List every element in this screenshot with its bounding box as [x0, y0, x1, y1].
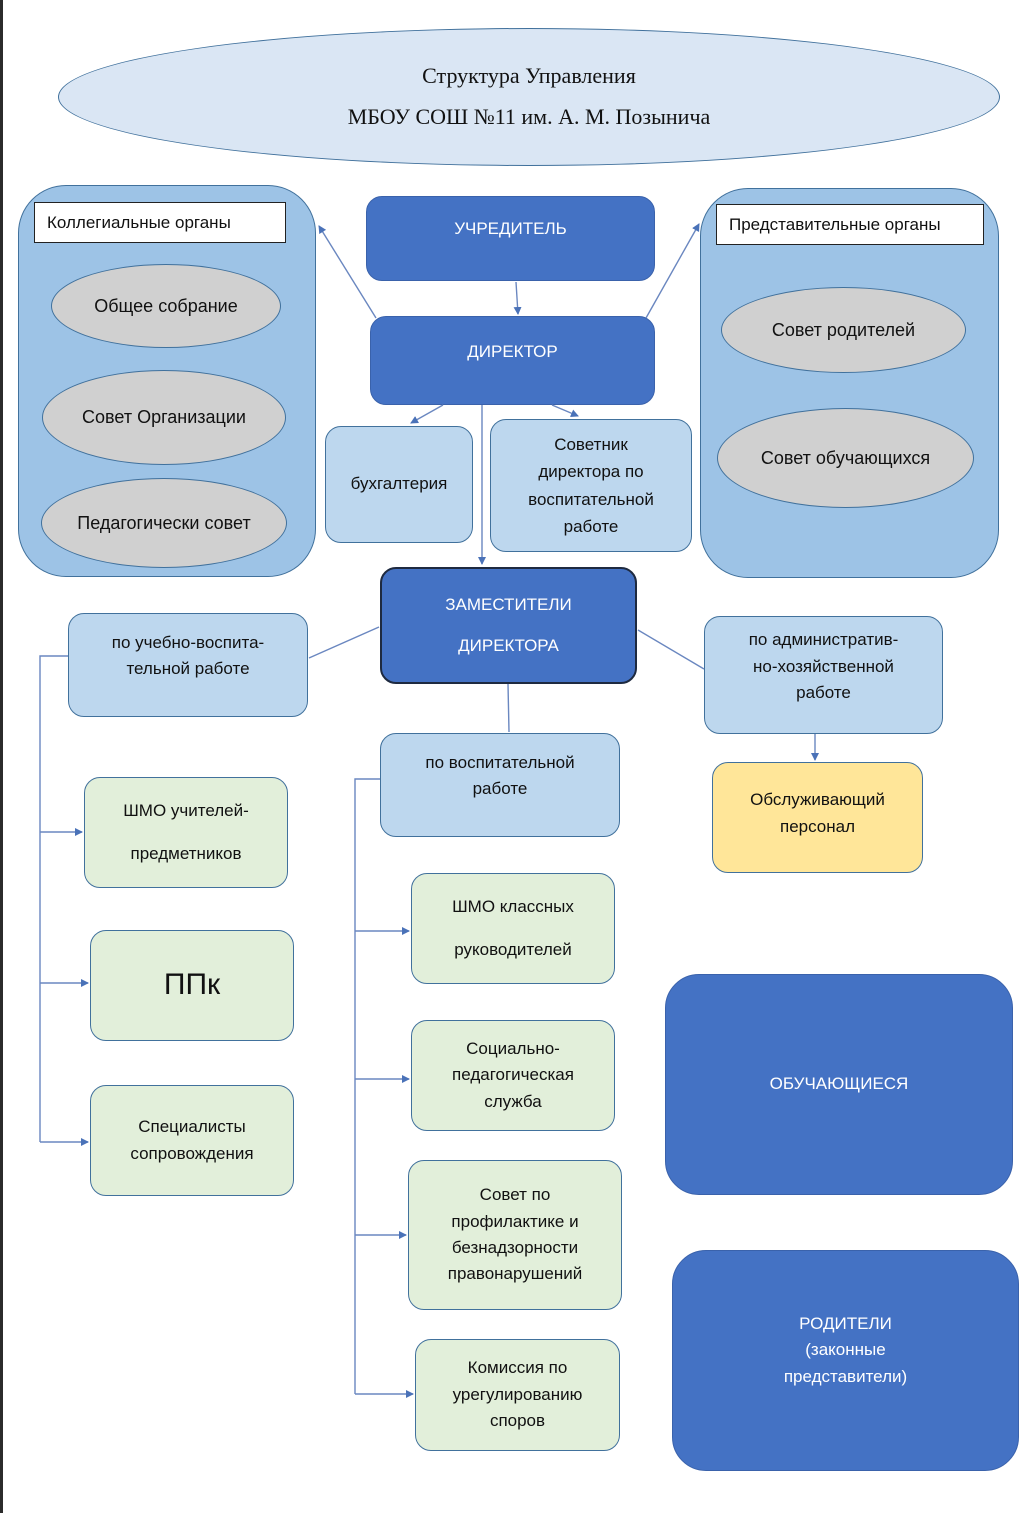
students-council-oval[interactable]: Совет обучающихся: [717, 408, 974, 508]
teachers-methodical-box[interactable]: ШМО учителей- предметников: [84, 777, 288, 888]
representative-bodies-group: [700, 188, 999, 578]
deputies-to-admin-line: [637, 629, 705, 670]
students-box[interactable]: ОБУЧАЮЩИЕСЯ: [665, 974, 1013, 1195]
support-specialists-box[interactable]: Специалисты сопровождения: [90, 1085, 294, 1196]
class-teachers-methodical-box[interactable]: ШМО классных руководителей: [411, 873, 615, 984]
founder-box[interactable]: УЧРЕДИТЕЛЬ: [366, 196, 655, 281]
page-edge: [0, 0, 3, 1513]
advisor-box[interactable]: Советник директора по воспитательной раб…: [490, 419, 692, 552]
title-line-1: Структура Управления: [422, 63, 636, 89]
representative-bodies-label: Представительные органы: [716, 204, 984, 245]
deputy-admin-box[interactable]: по административ- но-хозяйственной работ…: [704, 616, 943, 734]
director-to-advisor-arrow: [551, 404, 579, 417]
organization-council-oval[interactable]: Совет Организации: [42, 370, 286, 465]
deputies-to-academic-line: [308, 626, 380, 659]
ppk-box[interactable]: ППк: [90, 930, 294, 1041]
title-line-2: МБОУ СОШ №11 им. А. М. Позынича: [347, 104, 711, 129]
collegial-bodies-label: Коллегиальные органы: [34, 202, 286, 243]
title-oval: Структура Управления МБОУ СОШ №11 им. А.…: [58, 28, 1000, 166]
upbringing-bracket-line: [354, 778, 380, 1394]
prevention-council-box[interactable]: Совет по профилактике и безнадзорности п…: [408, 1160, 622, 1310]
deputy-academic-box[interactable]: по учебно-воспита- тельной работе: [68, 613, 308, 717]
accounting-box[interactable]: бухгалтерия: [325, 426, 473, 543]
deputy-upbringing-box[interactable]: по воспитательной работе: [380, 733, 620, 837]
social-pedagogical-service-box[interactable]: Социально- педагогическая служба: [411, 1020, 615, 1131]
deputies-to-upbringing-line: [507, 683, 510, 733]
general-meeting-oval[interactable]: Общее собрание: [51, 264, 281, 348]
deputies-box[interactable]: ЗАМЕСТИТЕЛИ ДИРЕКТОРА: [380, 567, 637, 684]
parents-box[interactable]: РОДИТЕЛИ (законные представители): [672, 1250, 1019, 1471]
service-staff-box[interactable]: Обслуживающий персонал: [712, 762, 923, 873]
director-to-accounting-arrow: [410, 404, 444, 424]
dispute-commission-box[interactable]: Комиссия по урегулированию споров: [415, 1339, 620, 1451]
parents-council-oval[interactable]: Совет родителей: [721, 287, 966, 373]
academic-bracket-line: [39, 655, 68, 1142]
pedagogical-council-oval[interactable]: Педагогически совет: [41, 478, 287, 568]
director-box[interactable]: ДИРЕКТОР: [370, 316, 655, 405]
founder-to-director-arrow: [513, 281, 522, 315]
